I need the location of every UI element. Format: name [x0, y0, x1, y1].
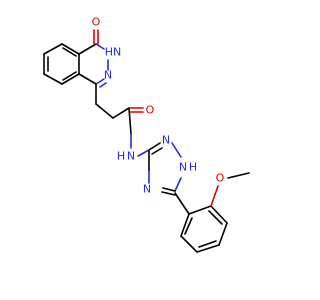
phthalazinone-nh-label: HN — [105, 46, 122, 59]
bond — [61, 43, 80, 55]
bond — [198, 240, 217, 248]
bond — [162, 187, 176, 192]
bond — [218, 222, 228, 246]
bond — [210, 185, 219, 207]
amide-h-label: H — [117, 150, 125, 163]
bond — [43, 43, 63, 55]
bond — [174, 177, 182, 192]
atom-labels: O HN N O N H N N H N O — [92, 16, 225, 196]
bond — [43, 73, 63, 85]
amide-oxygen-label: O — [146, 104, 155, 117]
bond — [78, 73, 97, 85]
bond — [188, 205, 212, 215]
bond — [95, 78, 105, 85]
bonds — [43, 29, 250, 253]
bond — [151, 147, 163, 155]
bond — [180, 235, 198, 253]
bond — [184, 217, 193, 235]
molecule-structure-diagram: O HN N O N H N N H N O — [43, 16, 250, 253]
bond — [95, 103, 114, 119]
triazole-nh-label: N — [179, 161, 187, 174]
bond — [62, 47, 77, 57]
bond — [196, 244, 220, 253]
bond — [137, 149, 150, 157]
bond — [180, 213, 190, 237]
bond — [128, 107, 132, 135]
bond — [210, 205, 228, 224]
bond — [148, 142, 161, 151]
phthalazinone-n-label: N — [104, 69, 112, 82]
bond — [161, 191, 176, 196]
bond — [112, 107, 130, 119]
bond — [174, 192, 190, 215]
bond — [208, 210, 223, 225]
triazole-n-bottom-label: N — [143, 183, 151, 196]
amide-n-label: N — [127, 150, 135, 163]
methoxy-oxygen-label: O — [216, 172, 225, 185]
bond — [227, 172, 250, 179]
triazole-nh-h-label: H — [189, 161, 197, 174]
bond — [61, 73, 80, 85]
triazole-n-top-label: N — [162, 134, 170, 147]
bond — [78, 43, 97, 55]
phthalazinone-oxygen-label: O — [92, 16, 101, 29]
bond — [99, 82, 107, 88]
bond — [62, 71, 77, 81]
bond — [95, 43, 105, 50]
bond — [171, 142, 182, 158]
